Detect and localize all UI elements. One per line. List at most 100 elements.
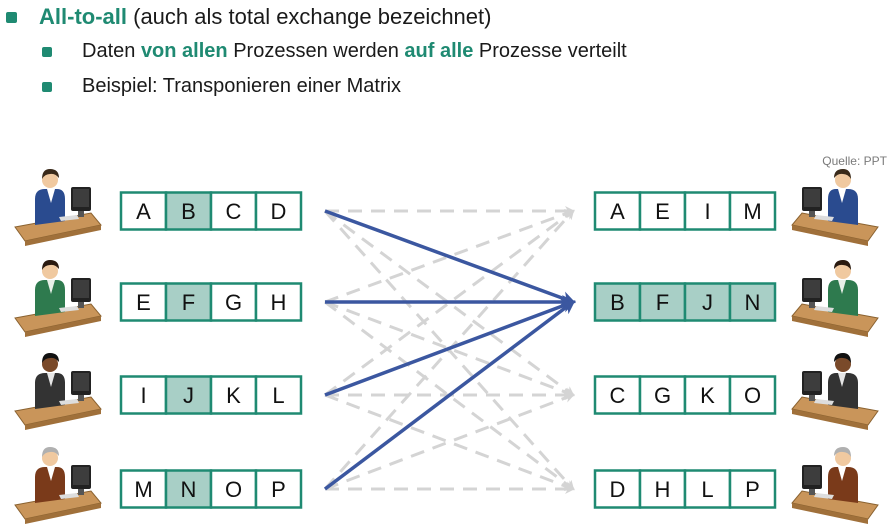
matrix-cell-label: K bbox=[226, 383, 241, 408]
matrix-cell bbox=[254, 375, 303, 415]
line1-part-b: von allen bbox=[140, 40, 228, 62]
title-rest: (auch als total exchange bezeichnet) bbox=[133, 4, 492, 29]
bullet-all-to-all: All-to-all (auch als total exchange beze… bbox=[6, 4, 491, 30]
source-matrix: A B C D E F G H I J K L M N O P bbox=[119, 191, 303, 509]
matrix-cell bbox=[683, 282, 732, 322]
matrix-cell-label: I bbox=[140, 383, 146, 408]
matrix-cell-label: H bbox=[655, 477, 671, 502]
matrix-cell bbox=[638, 282, 687, 322]
matrix-cell-label: F bbox=[182, 290, 195, 315]
matrix-cell bbox=[683, 469, 732, 509]
matrix-cell bbox=[254, 191, 303, 231]
source-processes bbox=[14, 169, 102, 524]
matrix-cell bbox=[638, 375, 687, 415]
matrix-cell bbox=[728, 469, 777, 509]
dashed-arrow bbox=[324, 209, 575, 397]
person-at-computer-icon bbox=[791, 447, 879, 524]
matrix-cell-label: N bbox=[745, 290, 761, 315]
line1-part-a: Daten bbox=[82, 40, 141, 62]
solid-arrows bbox=[323, 209, 576, 491]
bullet-beispiel: Beispiel: Transponieren einer Matrix bbox=[42, 75, 401, 98]
matrix-cell-label: P bbox=[271, 477, 286, 502]
person-at-computer-icon bbox=[791, 169, 879, 246]
matrix-cell-label: K bbox=[700, 383, 715, 408]
matrix-cell-label: B bbox=[181, 199, 196, 224]
solid-arrow bbox=[324, 209, 576, 305]
matrix-cell bbox=[593, 375, 642, 415]
matrix-cell-label: L bbox=[701, 477, 713, 502]
bullet-square-icon bbox=[42, 46, 52, 57]
left-row: M N O P bbox=[119, 469, 303, 509]
matrix-cell-label: J bbox=[702, 290, 713, 315]
matrix-cell-label: E bbox=[136, 290, 151, 315]
person-at-computer-icon bbox=[14, 260, 102, 337]
matrix-cell bbox=[728, 282, 777, 322]
person-at-computer-icon bbox=[14, 353, 102, 430]
matrix-cell-label: F bbox=[656, 290, 669, 315]
matrix-cell bbox=[164, 282, 213, 322]
matrix-cell-label: O bbox=[225, 477, 242, 502]
dashed-arrow bbox=[324, 300, 575, 397]
bullet-square-icon bbox=[6, 11, 17, 23]
matrix-cell bbox=[209, 282, 258, 322]
left-row: I J K L bbox=[119, 375, 303, 415]
matrix-cell-label: O bbox=[744, 383, 761, 408]
matrix-cell bbox=[254, 469, 303, 509]
solid-arrow bbox=[323, 300, 576, 491]
matrix-cell-label: J bbox=[183, 383, 194, 408]
matrix-cell bbox=[209, 191, 258, 231]
matrix-cell-label: A bbox=[610, 199, 625, 224]
target-matrix: A E I M B F J N C G K O D H L P bbox=[593, 191, 777, 509]
matrix-cell-label: N bbox=[181, 477, 197, 502]
matrix-cell bbox=[638, 469, 687, 509]
dashed-arrow bbox=[324, 209, 575, 397]
matrix-cell bbox=[683, 191, 732, 231]
person-at-computer-icon bbox=[14, 169, 102, 246]
matrix-cell-label: L bbox=[272, 383, 284, 408]
target-processes bbox=[791, 169, 879, 524]
solid-arrow bbox=[324, 299, 576, 397]
matrix-cell-label: I bbox=[704, 199, 710, 224]
matrix-cell-label: H bbox=[271, 290, 287, 315]
matrix-cell-label: D bbox=[271, 199, 287, 224]
line1-part-d: auf alle bbox=[404, 40, 474, 62]
left-row: E F G H bbox=[119, 282, 303, 322]
dashed-arrow bbox=[324, 300, 575, 491]
matrix-cell-label: B bbox=[610, 290, 625, 315]
matrix-cell-label: A bbox=[136, 199, 151, 224]
line2-text: Beispiel: Transponieren einer Matrix bbox=[82, 75, 402, 97]
matrix-cell bbox=[728, 375, 777, 415]
matrix-cell-label: C bbox=[226, 199, 242, 224]
matrix-cell-label: P bbox=[745, 477, 760, 502]
matrix-cell-label: M bbox=[134, 477, 152, 502]
matrix-cell-label: G bbox=[654, 383, 671, 408]
person-at-computer-icon bbox=[791, 260, 879, 337]
matrix-cell bbox=[728, 191, 777, 231]
bullet-square-icon bbox=[42, 81, 52, 92]
person-at-computer-icon bbox=[791, 353, 879, 430]
bullet-daten-verteilt: Daten von allen Prozessen werden auf all… bbox=[42, 40, 627, 63]
matrix-cell bbox=[593, 282, 642, 322]
matrix-cell bbox=[119, 375, 168, 415]
matrix-cell-label: E bbox=[655, 199, 670, 224]
dashed-arrow bbox=[324, 209, 575, 304]
left-row: A B C D bbox=[119, 191, 303, 231]
matrix-cell bbox=[254, 282, 303, 322]
matrix-cell bbox=[119, 191, 168, 231]
matrix-cell-label: C bbox=[610, 383, 626, 408]
title-bold: All-to-all bbox=[39, 4, 127, 29]
line1-part-e: Prozesse verteilt bbox=[473, 40, 627, 62]
matrix-cell-label: D bbox=[610, 477, 626, 502]
matrix-cell bbox=[119, 282, 168, 322]
matrix-cell-label: M bbox=[743, 199, 761, 224]
matrix-cell-label: G bbox=[225, 290, 242, 315]
line1-part-c: Prozessen werden bbox=[227, 40, 405, 62]
person-at-computer-icon bbox=[14, 447, 102, 524]
source-label: Quelle: PPT bbox=[822, 154, 887, 168]
matrix-cell bbox=[638, 191, 687, 231]
